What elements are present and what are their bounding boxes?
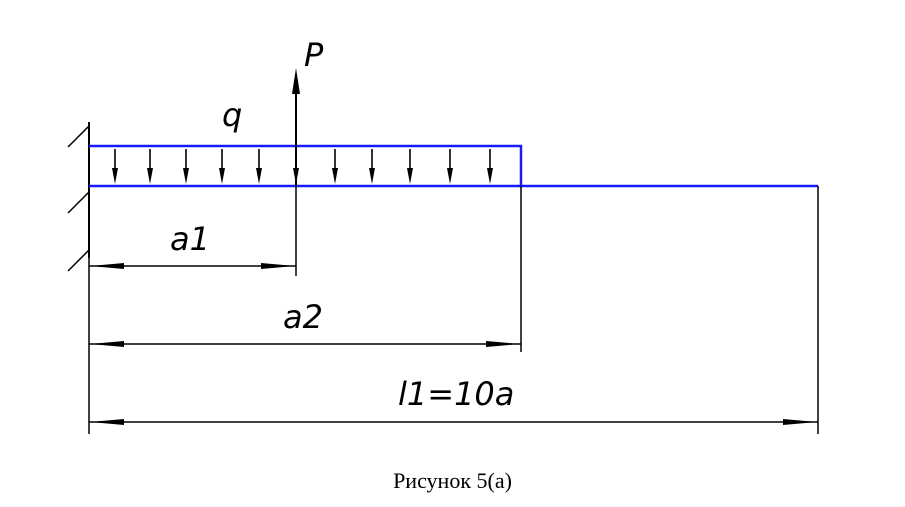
dimension-l1: [89, 419, 818, 425]
dimension-a2: [89, 341, 521, 347]
dimension-arrow: [90, 419, 124, 425]
load-arrow-head: [183, 168, 189, 184]
load-arrow: [487, 149, 493, 184]
dimension-arrow: [486, 341, 520, 347]
load-arrow-head: [112, 168, 118, 184]
load-arrow: [112, 149, 118, 184]
force-label: P: [304, 36, 324, 74]
load-arrow: [256, 149, 262, 184]
figure-caption: Рисунок 5(а): [393, 468, 512, 493]
wall-hatch: [67, 249, 90, 272]
force-arrow-head: [292, 68, 300, 94]
load-arrow: [369, 149, 375, 184]
load-arrow: [407, 149, 413, 184]
dim-length-label: l1=10a: [398, 375, 514, 413]
distributed-load: [89, 144, 523, 186]
load-arrow: [183, 149, 189, 184]
load-arrow-head: [219, 168, 225, 184]
load-arrows: [112, 149, 493, 184]
load-arrow-head: [256, 168, 262, 184]
load-arrow: [332, 149, 338, 184]
wall-hatch: [67, 125, 90, 148]
fixed-support: [67, 122, 90, 272]
load-arrow-head: [487, 168, 493, 184]
dimension-arrow: [261, 263, 295, 269]
load-arrow-head: [332, 168, 338, 184]
dimension-arrow: [90, 263, 124, 269]
load-arrow: [219, 149, 225, 184]
dim-a1-label: a1: [170, 220, 210, 258]
dim-a2-label: a2: [283, 298, 323, 336]
load-arrow: [447, 149, 453, 184]
force-p: [292, 68, 300, 186]
dimension-arrow: [90, 341, 124, 347]
load-outline: [89, 144, 523, 186]
dimension-a1: [89, 263, 296, 269]
load-arrow-head: [369, 168, 375, 184]
load-arrow: [147, 149, 153, 184]
load-label: q: [222, 96, 242, 134]
wall-hatch: [67, 191, 90, 214]
dimension-arrow: [783, 419, 817, 425]
load-arrow-head: [407, 168, 413, 184]
load-arrow-head: [447, 168, 453, 184]
load-arrow-head: [147, 168, 153, 184]
